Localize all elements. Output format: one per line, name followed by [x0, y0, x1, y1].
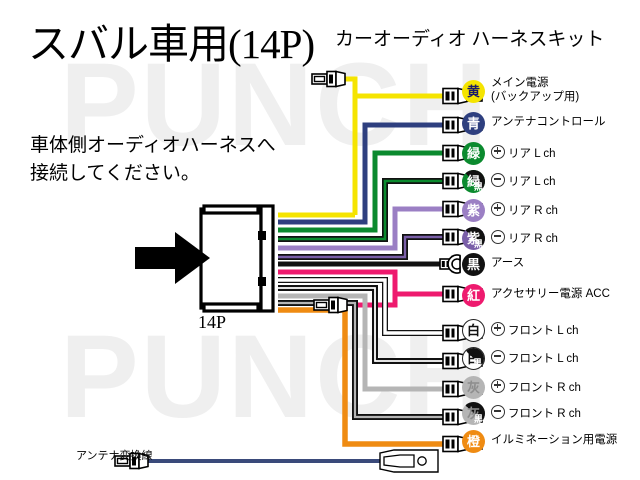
legend-label-earth: アース — [491, 257, 524, 271]
legend-label-text: アース — [491, 257, 525, 270]
legend-row-rear-l-plus: 緑 リア L ch — [462, 141, 556, 165]
color-badge-accessory-acc: 紅 — [462, 283, 485, 307]
legend-row-front-l-minus: 白黒 フロント L ch — [462, 346, 579, 370]
legend-row-earth: 黒アース — [462, 252, 524, 276]
legend-label-rear-r-minus: リア R ch — [491, 229, 558, 247]
badge-glyph: 黄 — [466, 83, 480, 99]
badge-glyph: 灰 — [466, 379, 480, 395]
color-badge-front-r-plus: 灰 — [462, 375, 485, 399]
minus-icon — [491, 172, 505, 187]
color-badge-earth: 黒 — [462, 252, 485, 276]
page-subtitle: カーオーディオ ハーネスキット — [335, 29, 605, 50]
color-badge-illumination: 橙 — [462, 429, 485, 453]
legend-label-illumination: イルミネーション用電源 — [491, 434, 617, 448]
legend-label-main-power: メイン電源(バックアップ用) — [491, 77, 579, 104]
terminal-yellow-stub — [311, 70, 346, 88]
badge-glyph: 青 — [466, 115, 480, 131]
legend-row-front-r-minus: 灰黒 フロント R ch — [462, 401, 581, 425]
legend-label-text: アンテナコントロール — [491, 116, 606, 129]
legend-label-front-l-minus: フロント L ch — [491, 349, 579, 367]
legend-label-accessory-acc: アクセサリー電源 ACC — [491, 288, 610, 302]
badge-glyph: 白 — [466, 350, 480, 366]
plus-icon — [491, 321, 505, 336]
badge-glyph: 灰 — [466, 405, 480, 421]
color-badge-rear-l-minus: 緑黒 — [462, 169, 485, 193]
badge-glyph-secondary: 黒 — [473, 238, 483, 249]
terminal-acc-inline — [313, 296, 348, 314]
color-badge-rear-l-plus: 緑 — [462, 141, 485, 165]
legend-label-text: リア R ch — [508, 204, 558, 217]
watermark-top: PUNCH — [60, 39, 490, 171]
legend-label-text: リア L ch — [508, 147, 556, 160]
connector-label: 14P — [198, 312, 227, 332]
minus-icon — [491, 349, 505, 364]
legend-label-text: メイン電源 — [491, 77, 549, 90]
plus-icon — [491, 378, 505, 393]
legend-row-rear-r-plus: 紫 リア R ch — [462, 198, 558, 222]
instruction-line-1: 車体側オーディオハーネスへ — [30, 135, 276, 156]
color-badge-front-r-minus: 灰黒 — [462, 401, 485, 425]
legend-label-front-l-plus: フロント L ch — [491, 321, 579, 339]
badge-glyph: 橙 — [466, 433, 480, 449]
badge-glyph: 紫 — [466, 202, 480, 218]
badge-glyph: 白 — [466, 322, 480, 338]
legend-label-rear-r-plus: リア R ch — [491, 201, 558, 219]
legend-label-rear-l-plus: リア L ch — [491, 144, 556, 162]
legend-label-text: リア R ch — [508, 232, 558, 245]
badge-glyph: 紅 — [466, 287, 480, 303]
legend-label-front-r-minus: フロント R ch — [491, 404, 581, 422]
connector-14p — [199, 204, 275, 313]
minus-icon — [491, 229, 505, 244]
legend-label-text: フロント L ch — [508, 324, 579, 337]
legend-row-rear-l-minus: 緑黒 リア L ch — [462, 169, 556, 193]
legend-label-text: イルミネーション用電源 — [491, 434, 618, 447]
legend-label-text: アクセサリー電源 ACC — [491, 288, 610, 301]
instruction-text: 車体側オーディオハーネスへ 接続してください。 — [30, 132, 276, 187]
minus-icon — [491, 404, 505, 419]
badge-glyph: 紫 — [466, 230, 480, 246]
page-title: スバル車用(14P) — [28, 21, 315, 67]
legend-row-antenna-control: 青アンテナコントロール — [462, 111, 606, 135]
legend-row-front-l-plus: 白 フロント L ch — [462, 318, 579, 342]
plus-icon — [491, 201, 505, 216]
plus-icon — [491, 144, 505, 159]
color-badge-front-l-minus: 白黒 — [462, 346, 485, 370]
badge-glyph-secondary: 黒 — [473, 413, 483, 424]
badge-glyph: 黒 — [466, 256, 480, 272]
connector-latches — [258, 231, 266, 286]
badge-glyph-secondary: 黒 — [473, 181, 483, 192]
legend-label-text-2: (バックアップ用) — [491, 91, 580, 103]
legend-row-illumination: 橙イルミネーション用電源 — [462, 429, 617, 453]
legend-row-accessory-acc: 紅アクセサリー電源 ACC — [462, 283, 610, 307]
legend-label-text: フロント L ch — [508, 352, 579, 365]
legend-label-text: フロント R ch — [508, 381, 581, 394]
badge-glyph: 緑 — [466, 173, 480, 189]
color-badge-rear-r-plus: 紫 — [462, 198, 485, 222]
legend-label-front-r-plus: フロント R ch — [491, 378, 581, 396]
color-badge-antenna-control: 青 — [462, 111, 485, 135]
legend-row-main-power: 黄メイン電源(バックアップ用) — [462, 77, 579, 104]
legend-label-text: リア L ch — [508, 175, 556, 188]
terminal-earth-fork — [439, 254, 461, 274]
antenna-cable-label: アンテナ変換線 — [76, 450, 153, 462]
plug-antenna-right — [379, 449, 439, 473]
color-badge-rear-r-minus: 紫黒 — [462, 226, 485, 250]
badge-glyph: 緑 — [466, 145, 480, 161]
badge-glyph-secondary: 黒 — [472, 357, 482, 368]
color-badge-main-power: 黄 — [462, 79, 485, 103]
legend-row-rear-r-minus: 紫黒 リア R ch — [462, 226, 558, 250]
legend-label-text: フロント R ch — [508, 407, 581, 420]
legend-label-antenna-control: アンテナコントロール — [491, 116, 606, 130]
instruction-line-2: 接続してください。 — [30, 162, 200, 184]
direction-arrow — [135, 232, 210, 284]
color-badge-front-l-plus: 白 — [462, 318, 485, 342]
legend-row-front-r-plus: 灰 フロント R ch — [462, 375, 581, 399]
legend-label-rear-l-minus: リア L ch — [491, 172, 556, 190]
